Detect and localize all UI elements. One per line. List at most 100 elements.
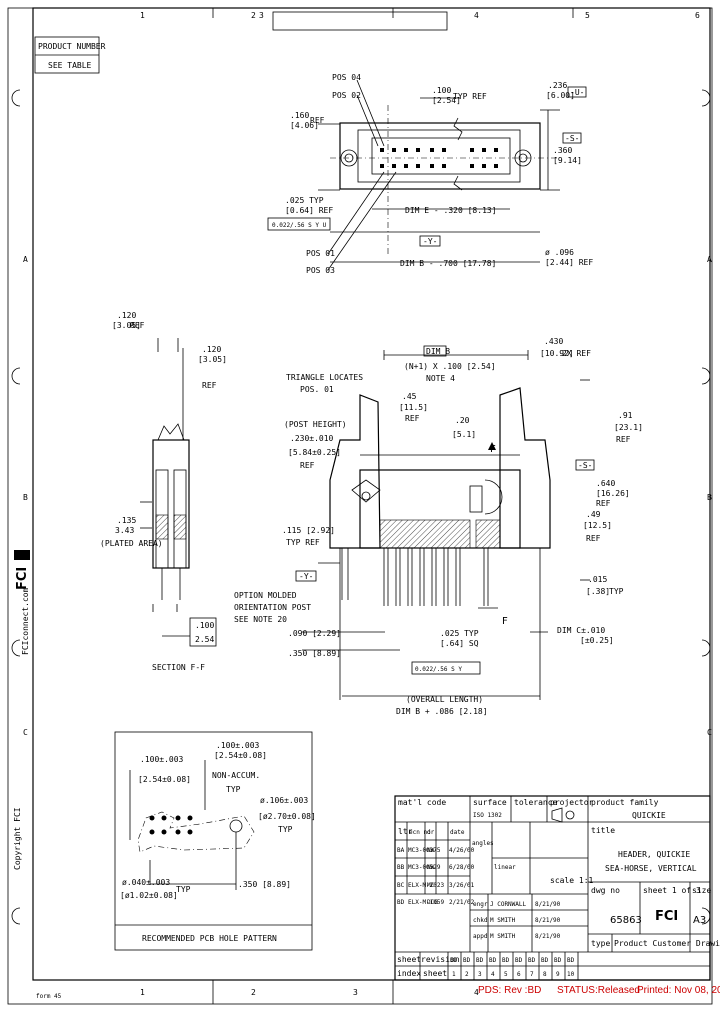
tb-signatures: J CORNWALL 8/21/90 M SMITH 8/21/90 M SMI… (490, 901, 561, 940)
svg-text:MC3-00529: MC3-00529 (408, 864, 441, 871)
tolerance-frame-top (267, 217, 331, 231)
top-d025: .025 TYP (285, 196, 324, 205)
sec-dim-box (189, 617, 217, 647)
sec-plated: (PLATED AREA) (100, 539, 163, 548)
top-d025mm: [0.64] REF (285, 206, 333, 215)
overall-length: (OVERALL LENGTH) (406, 695, 483, 704)
front-dim-b: DIM B (426, 347, 450, 356)
front-d20mm: [5.1] (452, 430, 476, 439)
tb-title-2: SEA-HORSE, VERTICAL (605, 864, 697, 873)
front-dim-cmm: [±0.25] (580, 636, 614, 645)
svg-text:10: 10 (567, 971, 575, 978)
svg-text:J CORNWALL: J CORNWALL (490, 901, 527, 908)
front-2x-ref: 2X REF (562, 349, 591, 358)
top-d096mm: [2.44] REF (545, 258, 593, 267)
front-d230: .230±.010 (290, 434, 334, 443)
svg-text:BD: BD (502, 957, 510, 964)
svg-text:M SMITH: M SMITH (490, 933, 516, 940)
col-5-top: 5 (585, 11, 590, 20)
svg-text:ELX-M-2023: ELX-M-2023 (408, 882, 445, 889)
top-d236: .236 (548, 81, 567, 90)
svg-text:9: 9 (556, 971, 560, 978)
pcb-d350: .350 [8.89] (238, 880, 291, 889)
svg-text:6/28/00: 6/28/00 (449, 864, 475, 871)
svg-text:3: 3 (478, 971, 482, 978)
pos02-label: POS 02 (332, 91, 361, 100)
front-d49: .49 (586, 510, 601, 519)
tb-col-dr: dr (427, 829, 435, 836)
svg-text:4/26/00: 4/26/00 (449, 847, 475, 854)
svg-text:BA: BA (397, 847, 405, 854)
sec-d135mm: 3.43 (115, 526, 134, 535)
svg-text:8: 8 (543, 971, 547, 978)
pcb-mount-hole (229, 819, 243, 833)
front-d640: .640 (596, 479, 615, 488)
top-d100mm: [2.54] (432, 96, 461, 105)
front-d45mm: [11.5] (399, 403, 428, 412)
overall-dim: DIM B + .086 [2.18] (396, 707, 488, 716)
tb-title-label: title (591, 826, 615, 835)
svg-text:BD: BD (450, 957, 458, 964)
front-d015: .015 (588, 575, 607, 584)
front-ref: REF (405, 414, 420, 423)
tb-family-value: QUICKIE (632, 811, 666, 820)
pcb-d100: .100±.003 (216, 741, 260, 750)
col-1-bottom: 1 (140, 988, 145, 997)
datum-u-frame (567, 86, 587, 98)
top-d096: ø .096 (545, 248, 574, 257)
triangle-label: TRIANGLE LOCATES (286, 373, 363, 382)
projection-symbol (565, 810, 575, 820)
pos04-label: POS 04 (332, 73, 361, 82)
front-view-drawing (302, 350, 590, 700)
top-d160: .160 (290, 111, 309, 120)
pcb-d100mm: [2.54±0.08] (214, 751, 267, 760)
printed-date: Printed: Nov 08, 2012 (637, 985, 720, 996)
datum-s-front: -S- (578, 461, 592, 470)
pcb-d040mm: [ø1.02±0.08] (120, 891, 178, 900)
tb-sheet-label: sheet (423, 969, 447, 978)
row-c-right: C (707, 728, 712, 737)
front-ref5: REF (586, 534, 601, 543)
sec-d100mm: 2.54 (195, 635, 214, 644)
tb-col-date: date (450, 829, 465, 836)
copyright-text: Copyright FCI (13, 807, 22, 870)
svg-text:M SMITH: M SMITH (490, 917, 516, 924)
pcb-nonaccum: NON-ACCUM. (212, 771, 260, 780)
orientation-post: ORIENTATION POST (234, 603, 311, 612)
front-dim-c: DIM C±.010 (557, 626, 605, 635)
datum-s-frame-front (575, 459, 595, 471)
tb-index-sheet: sheet (397, 955, 421, 964)
svg-text:BD: BD (476, 957, 484, 964)
front-note4: NOTE 4 (426, 374, 455, 383)
pcb-typ3: TYP (176, 885, 191, 894)
front-d015mm: [.38] (586, 587, 610, 596)
sec-d135: .135 (117, 516, 136, 525)
svg-text:4: 4 (491, 971, 495, 978)
pcb-pattern-box (114, 731, 313, 951)
top-d236mm: [6.00] (546, 91, 575, 100)
svg-text:BD: BD (554, 957, 562, 964)
tolerance-frame-front (411, 661, 481, 675)
svg-text:BD: BD (397, 899, 405, 906)
title-fci-logo: FCI (655, 909, 678, 924)
section-arrow-f-bottom: F (502, 616, 508, 627)
row-b-right: B (707, 493, 712, 502)
sec-ref-b: REF (202, 381, 217, 390)
tb-revision-row: BD BD BD BD BD BD BD BD BD BD (450, 957, 575, 964)
tb-index-revision: revision (421, 955, 460, 964)
svg-text:5: 5 (504, 971, 508, 978)
front-d115: .115 [2.92] (282, 526, 335, 535)
svg-text:1: 1 (452, 971, 456, 978)
datum-y-top: -Y- (423, 237, 437, 246)
pcb-hole (149, 815, 155, 821)
svg-text:7: 7 (530, 971, 534, 978)
product-number-label: PRODUCT NUMBER (38, 42, 106, 51)
top-d360mm: [9.14] (553, 156, 582, 165)
datum-u: -U- (570, 88, 584, 97)
svg-text:BD: BD (528, 957, 536, 964)
svg-text:6: 6 (517, 971, 521, 978)
sec-d120mm: [3.05] (112, 321, 141, 330)
svg-text:MC3-00375: MC3-00375 (408, 847, 441, 854)
tb-tolerance: tolerance (514, 798, 558, 807)
